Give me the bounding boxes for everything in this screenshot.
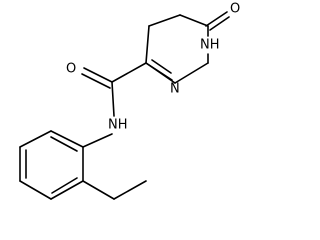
bond-carbonyl-c (111, 62, 147, 83)
bond-amide-nh-aryl (82, 133, 113, 148)
label-ring-carbonyl-oxygen: O (230, 2, 240, 17)
bond-amide-o-double-a (83, 67, 113, 83)
label-ring-n: N (170, 82, 180, 97)
bond-c6-c5 (148, 14, 181, 27)
bond-ar2-ar3 (19, 130, 52, 148)
bond-ar4-ar5 (19, 180, 52, 200)
bond-c1-o-double-a (205, 11, 228, 27)
label-amide-oxygen: O (66, 62, 76, 77)
bond-c3-n-ring (145, 62, 173, 81)
bond-c3-n-double (151, 59, 172, 74)
label-ring-nh: NH (200, 38, 220, 53)
bond-ar-ethyl-c1 (82, 180, 115, 200)
bond-ar5-ar6 (50, 180, 84, 200)
bond-ethyl-c1-c2 (113, 180, 147, 200)
bond-ar-double-3 (51, 177, 78, 194)
bond-c-amide-nh (111, 81, 115, 117)
bond-c1-o-double-b (209, 16, 230, 31)
bond-ar1-ar2 (50, 130, 84, 148)
chemical-structure: O NH N O NH (19, 2, 240, 200)
bond-ar-double-1 (50, 136, 78, 152)
bond-c3-c2 (174, 62, 209, 84)
bond-c5-c4 (145, 25, 150, 64)
bond-amide-o-double-b (81, 73, 111, 89)
label-amide-nh: NH (108, 118, 128, 133)
bond-c1-c6 (179, 14, 209, 27)
